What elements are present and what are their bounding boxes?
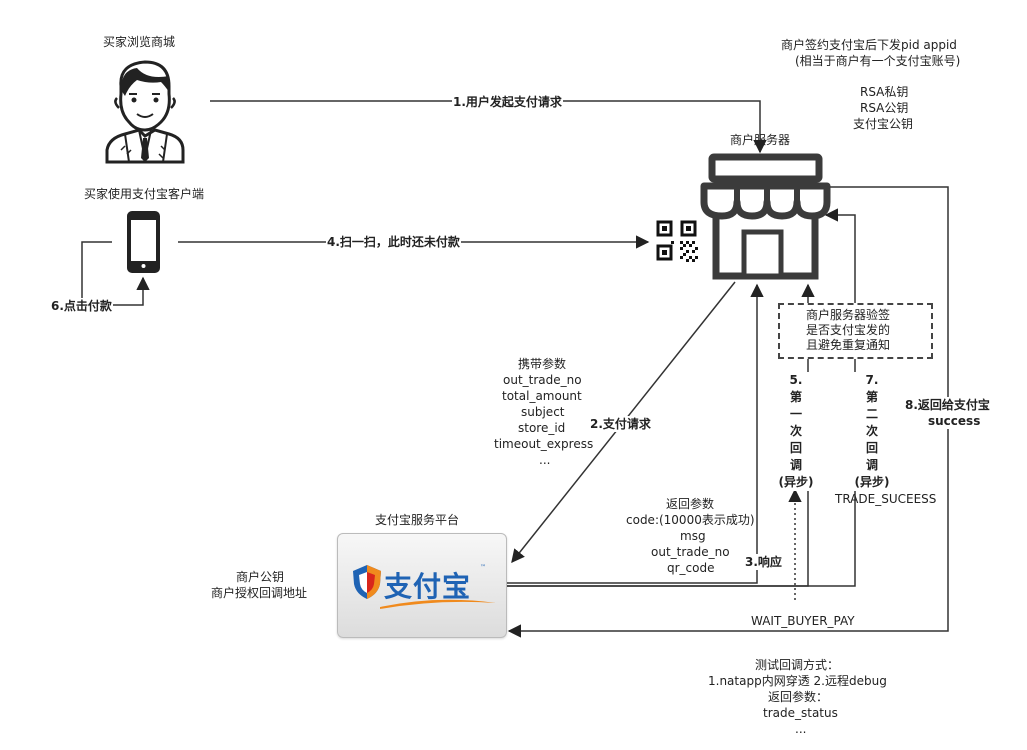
alipay-logo: 支付宝 ™ <box>337 533 507 638</box>
step-7-label: 7.第二 次回调 (异步) <box>851 372 893 491</box>
merchant-server-label: 商户服务器 <box>730 133 791 147</box>
verify-line-1: 商户服务器验签 <box>806 308 891 322</box>
request-param-more: ... <box>539 453 551 467</box>
response-param-msg: msg <box>680 529 706 543</box>
request-param-store-id: store_id <box>518 421 566 435</box>
step-5-label: 5.第一 次回调 (异步) <box>776 372 816 491</box>
alipay-merchant-public-key: 商户公钥 <box>236 570 285 584</box>
request-params-title: 携带参数 <box>518 357 567 371</box>
verify-line-2: 是否支付宝发的 <box>806 323 891 337</box>
status-trade-success: TRADE_SUCEESS <box>835 492 937 506</box>
step-6-label: 6.点击付款 <box>50 298 113 314</box>
request-param-timeout-express: timeout_express <box>494 437 594 451</box>
arrow-step-1 <box>210 100 767 154</box>
merchant-sign-line2: (相当于商户有一个支付宝账号) <box>795 54 961 68</box>
response-param-code: code:(10000表示成功) <box>626 513 755 527</box>
merchant-sign-line1: 商户签约支付宝后下发pid appid <box>781 38 957 52</box>
merchant-key-rsa-private: RSA私钥 <box>860 85 909 99</box>
verify-line-3: 且避免重复通知 <box>806 338 891 352</box>
request-param-subject: subject <box>521 405 565 419</box>
buyer-browse-label: 买家浏览商城 <box>103 35 176 49</box>
step-3-label: 3.响应 <box>744 554 783 570</box>
test-notes-return-title: 返回参数： <box>768 690 829 704</box>
alipay-platform-label: 支付宝服务平台 <box>375 513 460 527</box>
alipay-swoosh-icon <box>380 599 496 609</box>
step-2-label: 2.支付请求 <box>589 416 652 432</box>
alipay-logo-text: 支付宝 <box>384 570 472 603</box>
buyer-avatar-icon <box>105 60 185 164</box>
alipay-shield-icon <box>353 565 381 599</box>
alipay-logo-tm: ™ <box>480 564 486 571</box>
response-params-title: 返回参数 <box>666 497 715 511</box>
response-param-out-trade-no: out_trade_no <box>651 545 730 559</box>
buyer-client-label: 买家使用支付宝客户端 <box>84 187 205 201</box>
request-param-total-amount: total_amount <box>502 389 582 403</box>
step-8-label-line1: 8.返回给支付宝 <box>904 397 991 413</box>
step-4-label: 4.扫一扫，此时还未付款 <box>326 234 461 250</box>
arrow-step-3 <box>505 283 764 584</box>
merchant-key-rsa-public: RSA公钥 <box>860 101 909 115</box>
merchant-verify-box <box>778 303 933 359</box>
alipay-callback-url: 商户授权回调地址 <box>211 586 308 600</box>
merchant-key-alipay-public: 支付宝公钥 <box>853 117 914 131</box>
merchant-store-icon <box>700 153 831 280</box>
qr-code-icon <box>656 220 698 262</box>
request-param-out-trade-no: out_trade_no <box>503 373 582 387</box>
step-1-label: 1.用户发起支付请求 <box>452 94 563 110</box>
phone-icon <box>127 211 160 273</box>
status-wait-buyer-pay: WAIT_BUYER_PAY <box>750 613 856 629</box>
test-notes-methods: 1.natapp内网穿透 2.远程debug <box>708 674 887 688</box>
response-param-qr-code: qr_code <box>667 561 715 575</box>
test-notes-trade-status: trade_status <box>763 706 838 720</box>
test-notes-title: 测试回调方式： <box>755 658 840 672</box>
step-8-label-line2: success <box>927 413 982 429</box>
test-notes-more: ... <box>795 722 807 736</box>
